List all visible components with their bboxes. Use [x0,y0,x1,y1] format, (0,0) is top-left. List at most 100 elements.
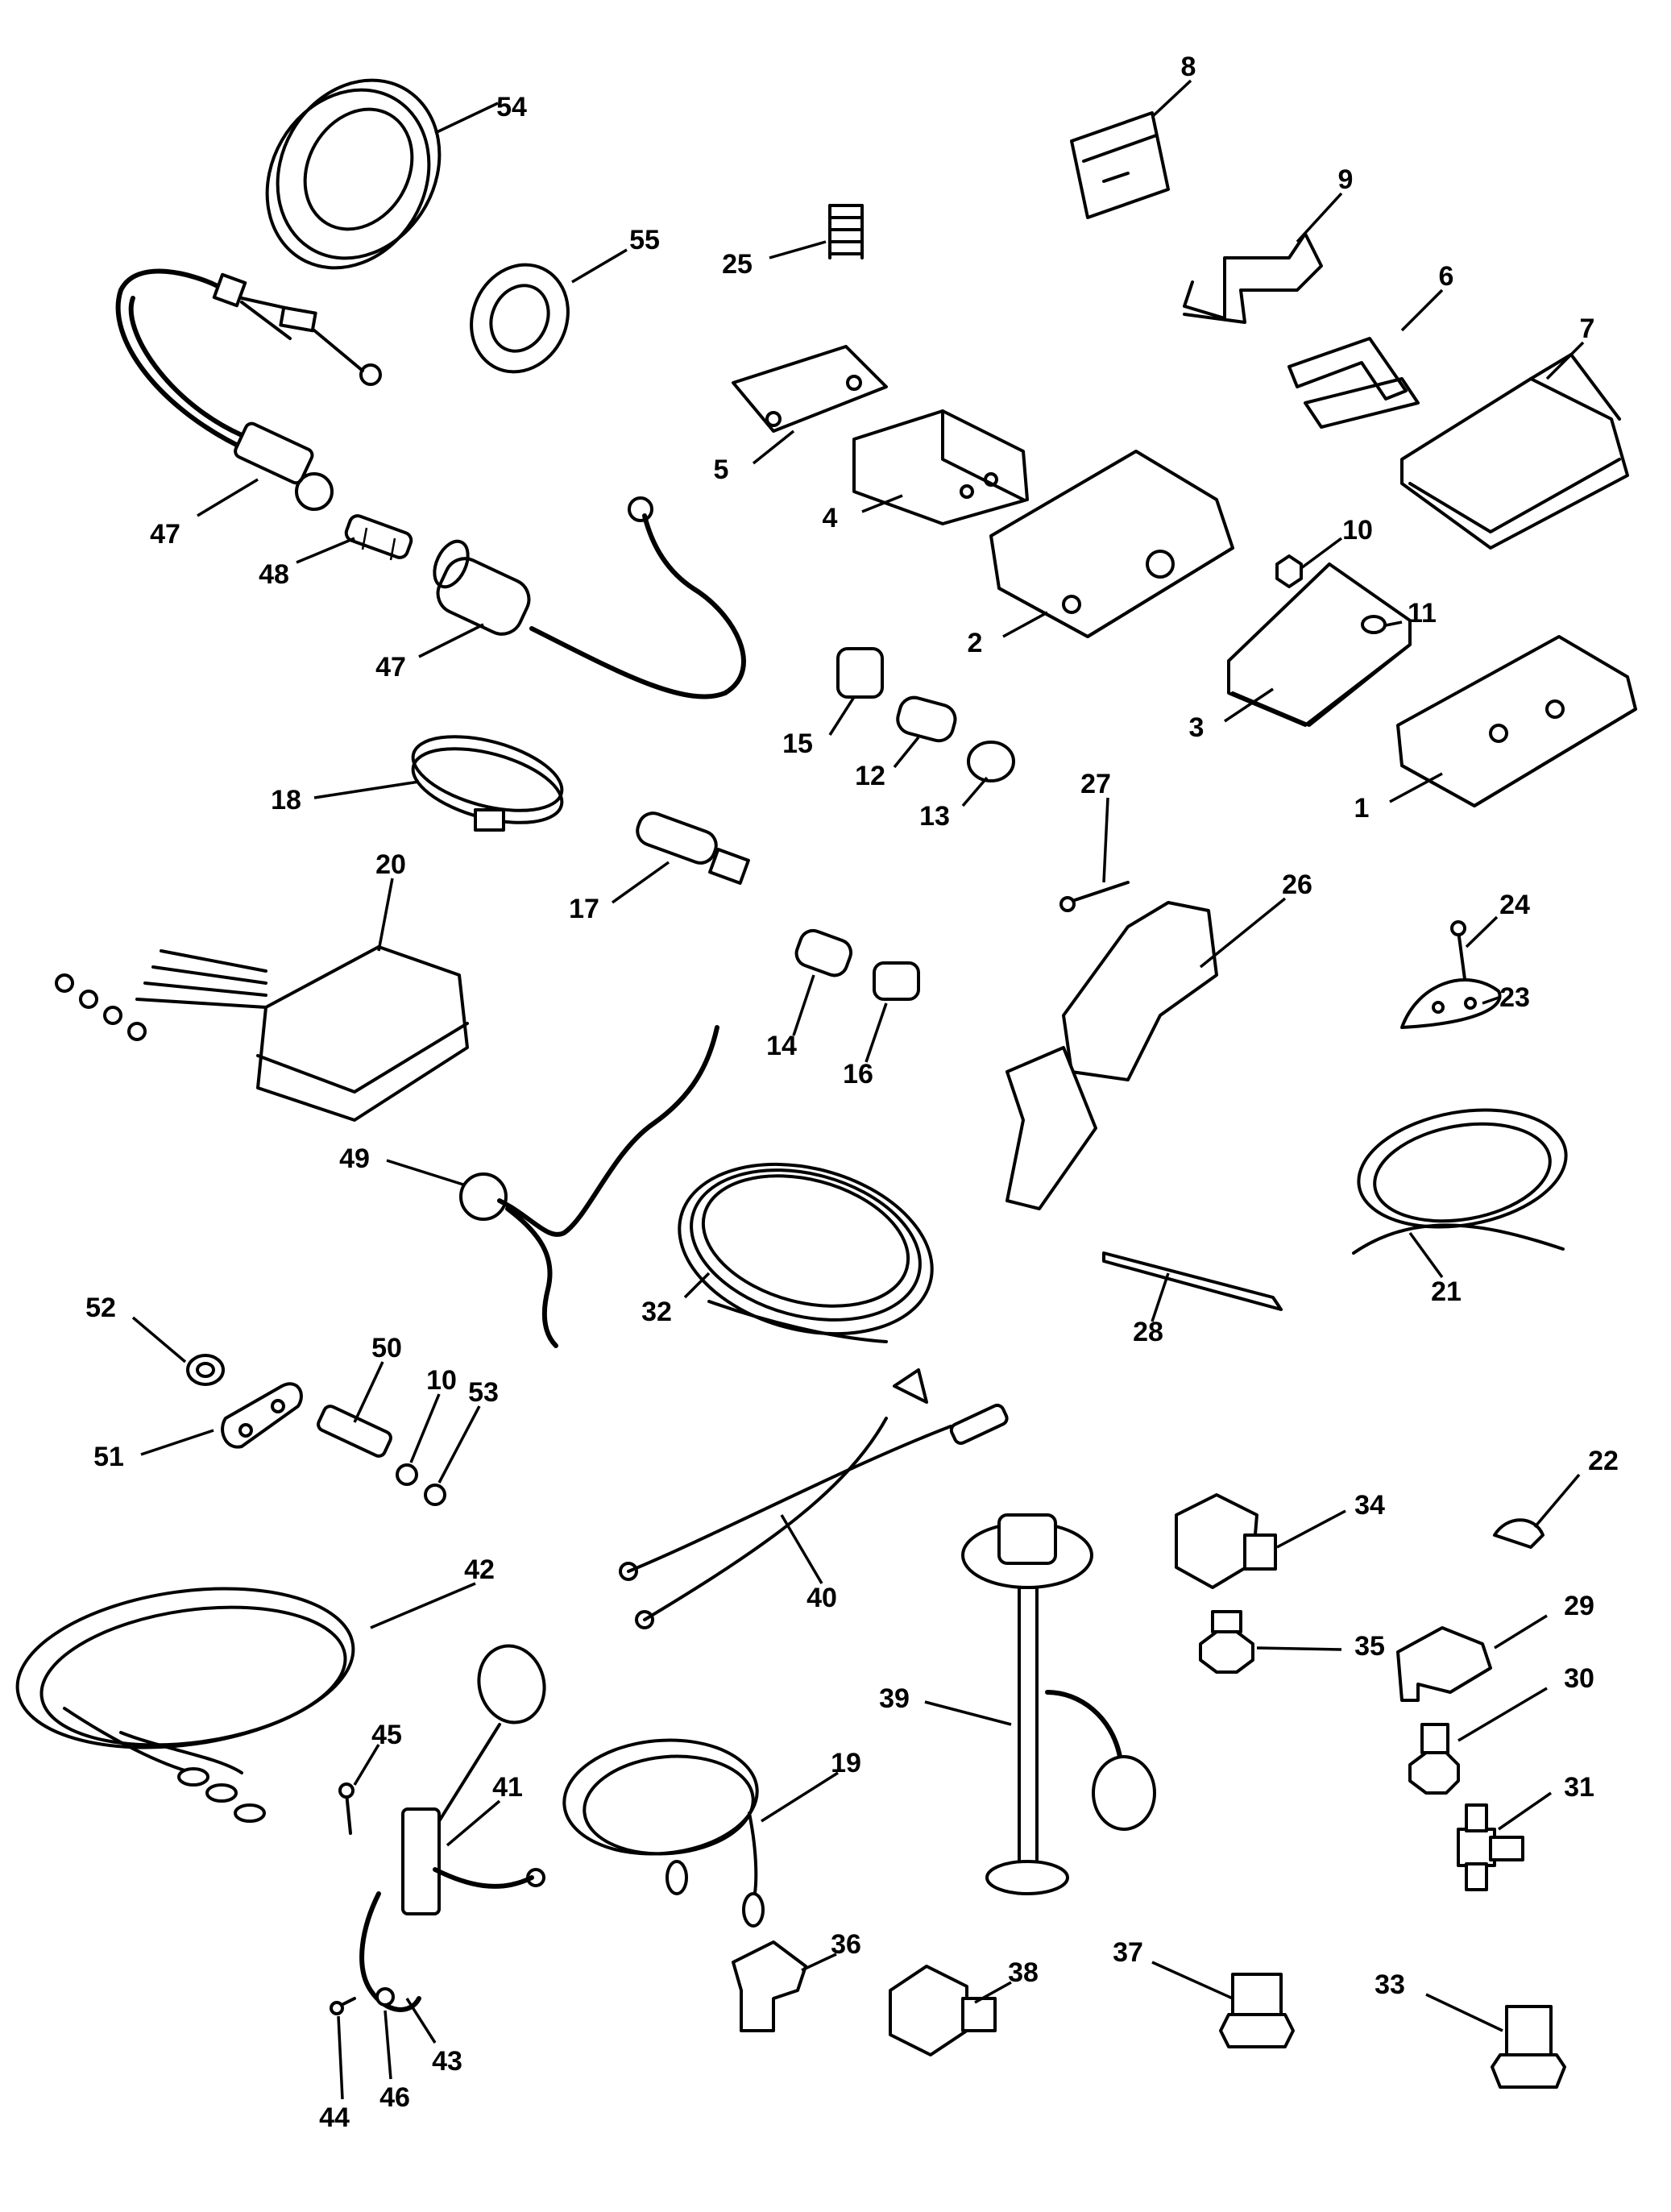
callout-number: 1 [1354,793,1370,824]
callout-number: 45 [371,1720,402,1750]
callout-47b: 47 [375,623,484,683]
callout-leader-line [1545,341,1585,380]
callout-48: 48 [259,537,355,590]
callout-21: 21 [1408,1231,1462,1307]
callout-leader-line [131,1316,187,1363]
callout-number: 18 [271,785,301,815]
callout-7: 7 [1545,313,1595,380]
callout-5: 5 [714,430,795,485]
callout-leader-line [140,1429,214,1456]
callout-41: 41 [446,1772,523,1847]
part-10-washer [396,1463,418,1486]
callout-number: 15 [782,728,813,759]
callout-32: 32 [641,1272,711,1327]
part-7-large-bracket [1400,353,1629,550]
callout-25: 25 [722,240,827,280]
callout-layer: 5455474847258967542101131151213181727262… [85,52,1619,2133]
callout-35: 35 [1256,1631,1385,1662]
callout-number: 7 [1580,313,1595,344]
callout-leader-line [865,1002,888,1063]
callout-leader-line [861,494,903,513]
callout-number: 8 [1181,52,1196,82]
callout-number: 41 [492,1772,523,1803]
callout-10b: 10 [409,1365,457,1463]
part-42-harness [15,1587,355,1823]
part-34-fitting [1175,1493,1277,1589]
callout-number: 6 [1439,261,1454,292]
callout-number: 54 [496,92,527,122]
callout-number: 24 [1499,890,1530,920]
callout-9: 9 [1296,164,1353,243]
callout-37: 37 [1113,1937,1234,2000]
part-29-elbow [1396,1626,1492,1702]
callout-number: 25 [722,249,753,280]
callout-leader-line [1385,620,1403,627]
part-35-plug [1199,1610,1254,1674]
callout-leader-line [353,1361,384,1423]
callout-40: 40 [780,1514,837,1613]
callout-20: 20 [375,849,406,952]
callout-number: 21 [1431,1276,1462,1307]
part-16-socket [873,961,920,1001]
part-4-bracket [852,409,1029,525]
callout-number: 29 [1564,1591,1594,1621]
part-38-fitting [889,1965,997,2056]
part-19-wire [562,1738,765,1928]
callout-number: 11 [1408,598,1437,629]
callout-leader-line [769,240,827,259]
part-49-sender [459,1025,719,1348]
part-51-gasket [221,1382,303,1449]
callout-leader-line [1533,1473,1581,1529]
callout-number: 22 [1588,1446,1619,1476]
part-47-fuse-holder [433,496,746,699]
callout-number: 38 [1008,1957,1039,1988]
callout-number: 16 [843,1059,873,1089]
callout-leader-line [780,1514,823,1584]
callout-38: 38 [974,1957,1039,2004]
callout-leader-line [405,1998,437,2044]
part-36-elbow [732,1940,807,2032]
part-55-seal-ring [470,263,570,374]
callout-leader-line [1276,1509,1346,1549]
callout-number: 13 [919,801,950,832]
callout-leader-line [337,2015,344,2100]
callout-number: 3 [1189,712,1205,743]
callout-leader-line [924,1700,1012,1726]
part-43-wire [359,1891,421,2012]
callout-leader-line [370,1582,476,1629]
callout-55: 55 [571,225,660,284]
callout-47a: 47 [150,478,259,550]
callout-number: 4 [823,503,838,533]
callout-leader-line [683,1272,711,1299]
part-40-harness [619,1368,1009,1629]
callout-leader-line [828,696,856,736]
callout-leader-line [1102,797,1109,883]
part-45-screw [338,1782,355,1835]
callout-number: 44 [319,2102,350,2133]
callout-number: 20 [375,849,406,880]
callout-leader-line [1465,915,1499,948]
callout-22: 22 [1533,1446,1619,1529]
callout-27: 27 [1080,769,1111,883]
part-39-fuel-sender [961,1513,1156,1895]
callout-24: 24 [1465,890,1530,948]
callout-number: 17 [569,894,599,924]
callout-39: 39 [879,1683,1012,1726]
callout-number: 48 [259,559,289,590]
callout-number: 37 [1113,1937,1143,1968]
callout-number: 36 [831,1929,861,1960]
part-53-nut [424,1484,446,1506]
callout-number: 30 [1564,1663,1594,1694]
part-8-clip [1070,111,1170,219]
part-20-module [55,945,469,1122]
part-18-hose-clamp [411,735,564,832]
part-6-strap [1287,337,1420,429]
callout-10a: 10 [1300,515,1373,570]
part-12-bulb [896,695,957,743]
callout-52: 52 [85,1293,187,1363]
callout-leader-line [1151,79,1192,118]
callout-51: 51 [93,1429,214,1472]
callout-50: 50 [353,1333,402,1423]
callout-8: 8 [1151,52,1196,118]
part-50-sender [317,1405,392,1458]
